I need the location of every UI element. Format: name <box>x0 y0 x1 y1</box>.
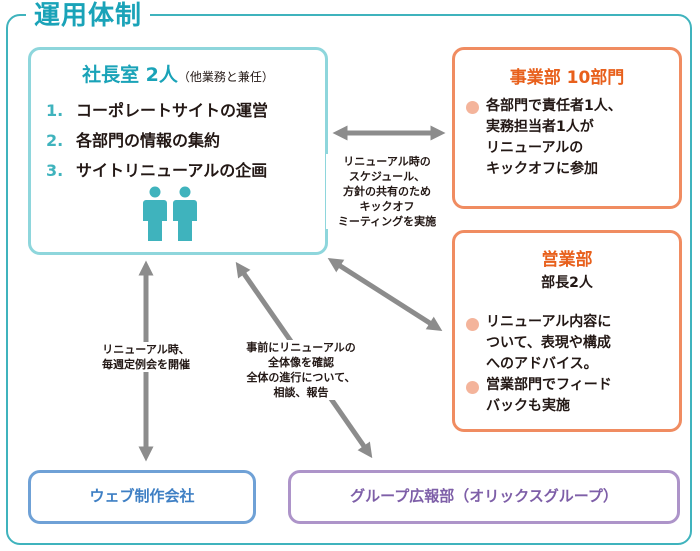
ceo-task-item: 3. サイトリニューアルの企画 <box>46 156 268 186</box>
diagram-title: 運用体制 <box>26 0 151 32</box>
arrow-ceo-sales <box>327 257 443 332</box>
ceo-office-box <box>28 47 328 255</box>
sales-dept-bullet: 営業部門でフィード バックも実施 <box>486 377 612 414</box>
bullet-dot <box>466 318 479 331</box>
ceo-task-item: 1. コーポレートサイトの運営 <box>46 96 268 126</box>
sales-dept-box <box>452 230 682 432</box>
task-number: 1. <box>46 101 64 120</box>
task-text: コーポレートサイトの運営 <box>76 101 269 120</box>
two-people-icon <box>143 186 197 241</box>
task-number: 3. <box>46 161 64 180</box>
task-text: サイトリニューアルの企画 <box>76 161 268 180</box>
sales-dept-title: 営業部 <box>541 250 593 270</box>
business-dept-bullet: 各部門で責任者1人、 実務担当者1人が リニューアルの キックオフに参加 <box>486 98 622 177</box>
ceo-business-link-label: リニューアル時の スケジュール、 方針の共有のため キックオフ ミーティングを実… <box>326 154 448 229</box>
ceo-office-note: （他業務と兼任） <box>177 70 274 84</box>
ceo-group-link-label: 事前にリニューアルの 全体像を確認 全体の進行について、 相談、報告 <box>232 340 370 400</box>
bullet-dot <box>466 101 479 114</box>
task-number: 2. <box>46 131 64 150</box>
business-dept-box <box>452 47 682 209</box>
sales-dept-bullet: リニューアル内容に ついて、表現や構成 へのアドバイス。 <box>486 314 612 372</box>
group-pr-label: グループ広報部（オリックスグループ） <box>350 487 618 505</box>
sales-dept-subtitle: 部長2人 <box>541 275 593 291</box>
web-agency-box <box>28 470 256 524</box>
outer-frame <box>6 14 692 545</box>
ceo-web-link-label: リニューアル時、 毎週定例会を開催 <box>74 342 218 372</box>
task-text: 各部門の情報の集約 <box>76 131 221 150</box>
ceo-office-name: 社長室 2人 <box>82 64 178 86</box>
bullet-dot <box>466 381 479 394</box>
web-agency-label: ウェブ制作会社 <box>89 487 195 505</box>
ceo-task-item: 2. 各部門の情報の集約 <box>46 126 268 156</box>
group-pr-box <box>288 470 680 524</box>
business-dept-title: 事業部 10部門 <box>509 68 625 88</box>
ceo-task-list: 1. コーポレートサイトの運営 2. 各部門の情報の集約 3. サイトリニューアルの企… <box>46 96 268 186</box>
ceo-office-title: 社長室 2人（他業務と兼任） <box>28 60 328 87</box>
